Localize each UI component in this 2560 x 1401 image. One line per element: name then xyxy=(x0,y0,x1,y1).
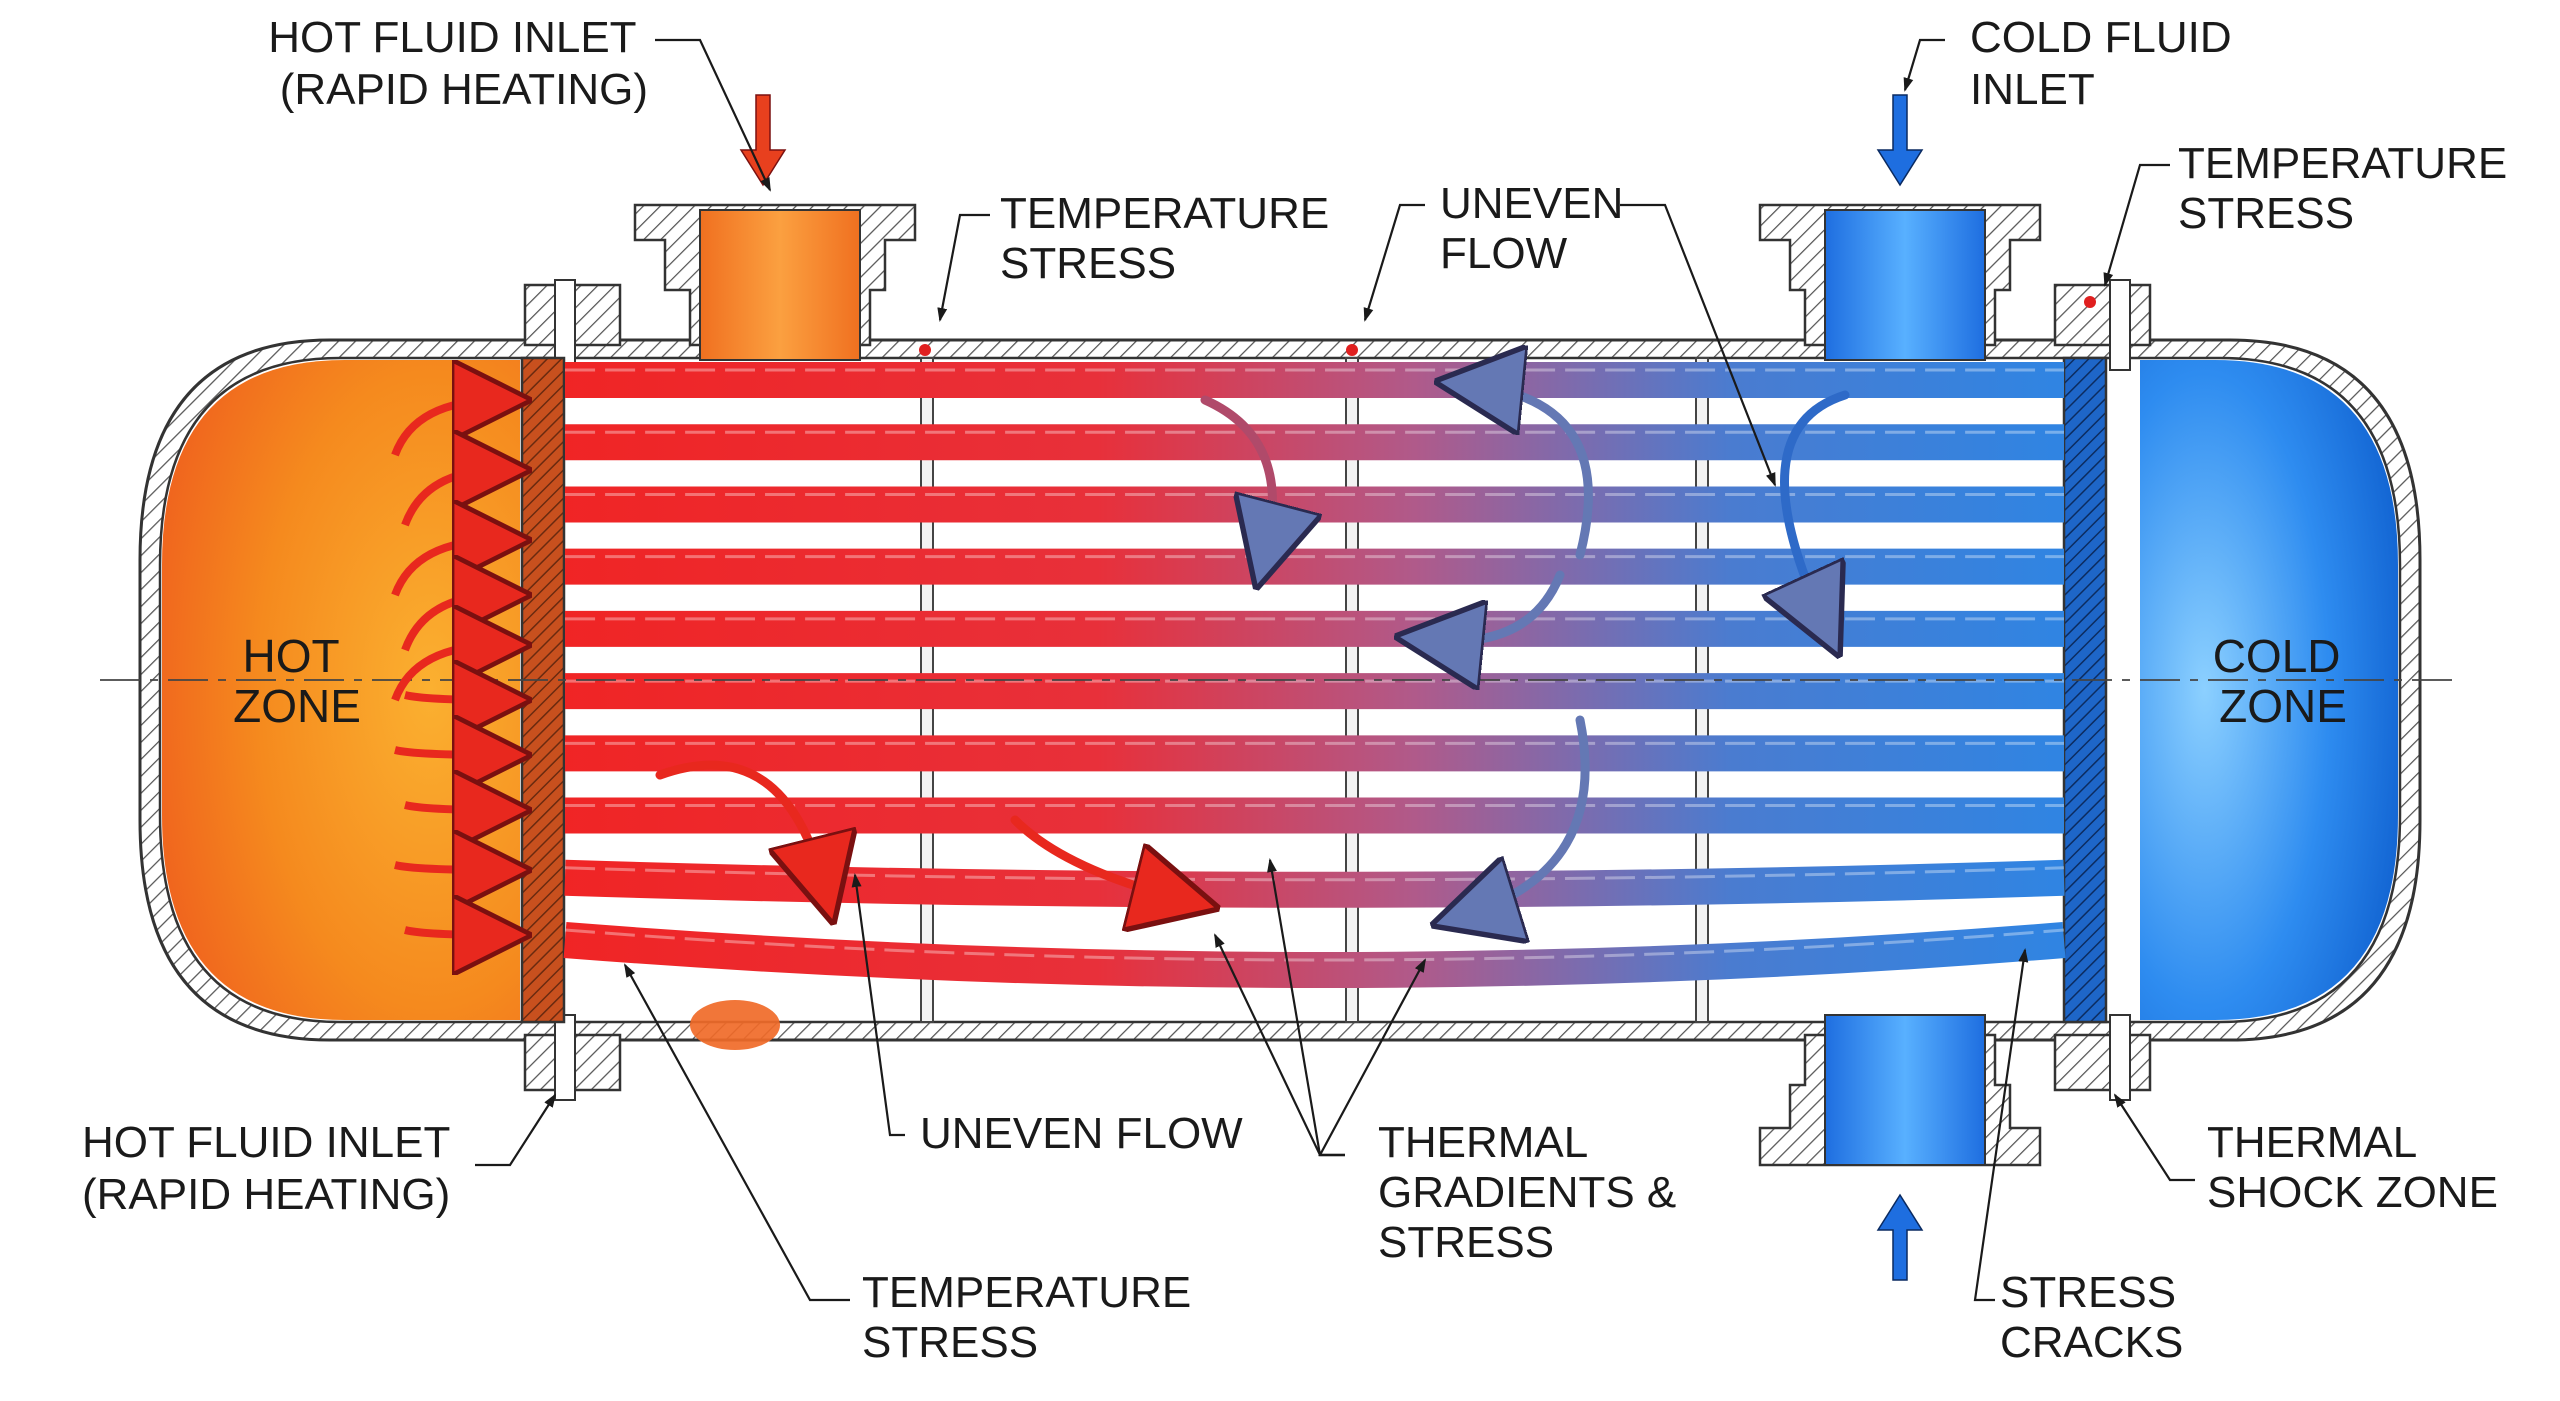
hot-tube-sheet xyxy=(520,356,566,1024)
label-temp-stress-top-right: TEMPERATURE STRESS xyxy=(2178,139,2519,238)
hot-inlet-nozzle-top xyxy=(633,203,917,361)
cold-inlet-nozzle-top xyxy=(1758,203,2042,361)
hot-channel-head xyxy=(162,360,520,1020)
stress-spot-3 xyxy=(2084,296,2096,308)
left-flange-bolts xyxy=(523,279,622,1101)
hot-flow-arrow xyxy=(401,595,500,652)
hot-flow-arrow xyxy=(404,930,500,935)
hot-flow-arrow xyxy=(401,470,500,527)
hot-flow-arrow xyxy=(404,805,500,810)
cold-inlet-arrow-bottom xyxy=(1876,1193,1924,1281)
hot-flow-arrow xyxy=(391,540,500,597)
stress-spot-1 xyxy=(919,344,931,356)
label-temp-stress-top-left: TEMPERATURE STRESS xyxy=(1000,189,1341,288)
label-thermal-gradients: THERMAL GRADIENTS & STRESS xyxy=(1378,1118,1689,1267)
cold-inlet-arrow-top xyxy=(1876,94,1924,187)
cold-nozzle-bottom xyxy=(1758,1014,2042,1167)
tube xyxy=(563,922,2066,988)
hot-inlet-arrow xyxy=(739,94,787,187)
stress-spot-2 xyxy=(1346,344,1358,356)
hot-flow-arrow xyxy=(394,750,500,755)
uneven-flow-arrows xyxy=(655,385,1850,915)
label-hot-inlet-top: HOT FLUID INLET (RAPID HEATING) xyxy=(268,13,648,114)
hot-flow-arrow xyxy=(394,865,500,870)
hot-spot-shell xyxy=(690,1000,780,1050)
label-uneven-flow-bottom: UNEVEN FLOW xyxy=(920,1109,1243,1158)
hot-flow-arrow xyxy=(391,400,500,457)
label-hot-inlet-bottom: HOT FLUID INLET (RAPID HEATING) xyxy=(82,1118,462,1219)
label-thermal-shock: THERMAL SHOCK ZONE xyxy=(2207,1118,2498,1217)
label-stress-cracks: STRESS CRACKS xyxy=(2000,1268,2188,1367)
tube-highlight xyxy=(564,928,2065,962)
cold-tube-sheet xyxy=(2062,356,2108,1024)
label-temp-stress-bottom: TEMPERATURE STRESS xyxy=(862,1268,1203,1367)
hot-flow-arrow xyxy=(391,645,500,702)
label-hot-zone: HOT ZONE xyxy=(233,630,361,732)
inlet-arrows xyxy=(739,94,1924,1281)
hot-zone-flow-arrows xyxy=(391,400,500,935)
leader-lines xyxy=(475,38,2195,1302)
label-cold-zone: COLD ZONE xyxy=(2213,630,2354,732)
hot-flow-arrow xyxy=(404,695,500,700)
label-cold-inlet: COLD FLUID INLET xyxy=(1970,13,2244,114)
label-uneven-flow-top: UNEVEN FLOW xyxy=(1440,179,1636,278)
cold-channel-head xyxy=(2140,360,2398,1020)
